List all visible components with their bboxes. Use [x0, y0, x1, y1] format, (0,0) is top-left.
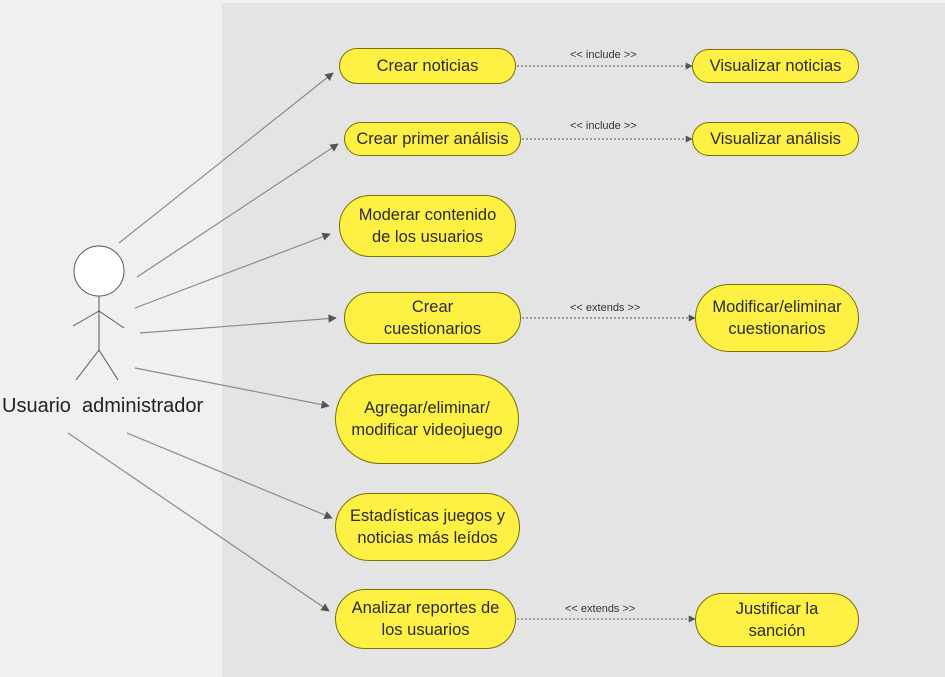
use-case-label: Visualizar noticias [709, 57, 842, 75]
use-case-justificar-sancion[interactable]: Justificar la sanción [695, 593, 859, 647]
use-case-label: Analizar reportes de los usuarios [351, 599, 500, 639]
actor-right-leg [98, 349, 119, 381]
association-line-4 [134, 367, 330, 409]
association-line-3 [139, 314, 337, 334]
use-case-moderar-contenido[interactable]: Moderar contenido de los usuarios [339, 195, 516, 257]
use-case-crear-primer-analisis[interactable]: Crear primer análisis [344, 122, 521, 156]
relation-label-extends: << extends >> [565, 603, 636, 615]
association-line-0 [118, 72, 334, 244]
use-case-label: Modificar/eliminar cuestionarios [712, 298, 842, 338]
use-case-modificar-cuestionarios[interactable]: Modificar/eliminar cuestionarios [695, 284, 859, 352]
use-case-visualizar-noticias[interactable]: Visualizar noticias [692, 49, 859, 83]
use-case-agregar-videojuego[interactable]: Agregar/eliminar/ modificar videojuego [335, 374, 519, 464]
use-case-label: Visualizar análisis [710, 130, 841, 148]
use-case-label: Crear cuestionarios [383, 298, 482, 338]
use-case-visualizar-analisis[interactable]: Visualizar análisis [692, 122, 859, 156]
use-case-label: Estadísticas juegos y noticias más leído… [350, 507, 505, 547]
association-line-6 [67, 432, 330, 612]
use-case-estadisticas[interactable]: Estadísticas juegos y noticias más leído… [335, 493, 520, 561]
use-case-label: Justificar la sanción [735, 600, 819, 640]
use-case-label: Agregar/eliminar/ modificar videojuego [351, 399, 503, 439]
actor-left-leg [75, 349, 100, 381]
relation-label-include: << include >> [570, 120, 637, 132]
association-line-1 [136, 143, 339, 278]
association-line-5 [126, 432, 333, 519]
use-case-analizar-reportes[interactable]: Analizar reportes de los usuarios [335, 589, 516, 649]
actor-left-arm [72, 310, 100, 327]
actor-label: Usuario administrador [2, 395, 204, 417]
actor-right-arm [98, 310, 125, 329]
use-case-label: Moderar contenido de los usuarios [358, 206, 497, 246]
use-case-crear-noticias[interactable]: Crear noticias [339, 48, 516, 84]
actor-head [73, 245, 125, 297]
use-case-crear-cuestionarios[interactable]: Crear cuestionarios [344, 292, 521, 344]
relation-label-include: << include >> [570, 49, 637, 61]
actor-figure [72, 245, 125, 381]
use-case-label: Crear noticias [376, 57, 479, 75]
use-case-label: Crear primer análisis [356, 130, 509, 148]
relation-label-extends: << extends >> [570, 302, 641, 314]
association-line-2 [134, 232, 331, 309]
